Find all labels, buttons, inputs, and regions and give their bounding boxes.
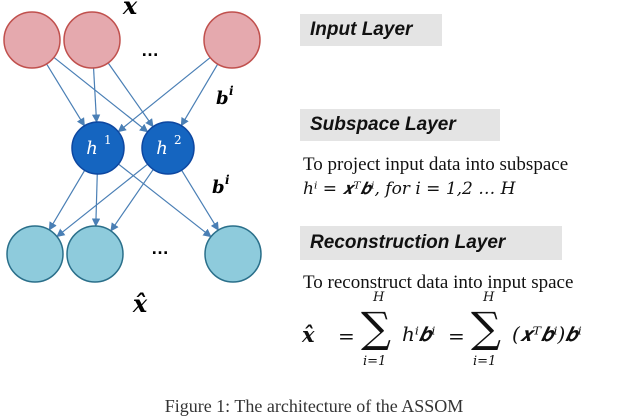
hidden-node-superscript: 2 — [174, 133, 182, 147]
hidden-node-2 — [141, 121, 195, 175]
output-ellipsis: … — [151, 238, 169, 258]
subspace-layer-title: Subspace Layer — [300, 109, 500, 141]
hidden-output-edge — [91, 173, 101, 227]
hidden-output-edge — [118, 163, 212, 238]
sum-upper-limit: H — [483, 290, 495, 305]
hidden-node-1 — [71, 121, 125, 175]
sum-upper-limit: H — [373, 290, 385, 305]
reconstruction-description: To reconstruct data into input space — [303, 272, 574, 293]
formula-equals-1: = — [338, 324, 355, 348]
reconstruction-formula: x̂ = H ∑ i=1 hⁱ𝒃ⁱ = H ∑ i=1 (𝒙ᵀ𝒃ⁱ)𝒃ⁱ — [300, 290, 620, 382]
sum-symbol-1: ∑ — [361, 303, 391, 352]
hidden-node-label: h — [86, 138, 98, 159]
weight-symbol: b — [212, 177, 225, 198]
figure-caption: Figure 1: The architecture of the ASSOM — [164, 396, 464, 416]
input-hidden-edge — [180, 63, 219, 127]
input-layer-title: Input Layer — [300, 14, 442, 46]
output-vector-label: x̂ — [132, 289, 148, 318]
weight-superscript: i — [229, 84, 234, 98]
output-node — [66, 225, 124, 283]
input-hidden-edge — [53, 56, 149, 133]
hidden-output-edge — [48, 170, 86, 231]
input-node — [3, 11, 61, 69]
weight-superscript: i — [225, 173, 230, 187]
weight-symbol: b — [216, 88, 229, 109]
formula-x-hat: x̂ — [302, 322, 315, 347]
sum-lower-limit: i=1 — [473, 354, 497, 369]
output-node — [204, 225, 262, 283]
hidden-output-edge — [181, 169, 219, 231]
network-edges — [46, 56, 219, 238]
formula-term-2: (𝒙ᵀ𝒃ⁱ)𝒃ⁱ — [512, 322, 582, 346]
input-node — [203, 11, 261, 69]
input-ellipsis: … — [141, 40, 159, 60]
subspace-description: To project input data into subspace — [303, 154, 569, 175]
sum-lower-limit: i=1 — [363, 354, 387, 369]
input-vector-label: x — [122, 0, 138, 20]
subspace-formula: hⁱ = 𝒙ᵀ𝒃ⁱ, for i = 1,2 … H — [303, 179, 516, 199]
input-hidden-edge — [46, 63, 85, 127]
weight-label-upper: b i — [216, 84, 234, 109]
input-hidden-edge — [117, 57, 211, 133]
reconstruction-layer-title: Reconstruction Layer — [300, 226, 562, 260]
formula-term-1: hⁱ𝒃ⁱ — [402, 322, 436, 346]
hidden-output-edge — [56, 163, 149, 238]
hidden-output-edge — [110, 169, 154, 232]
input-hidden-edge — [107, 62, 154, 128]
output-node — [6, 225, 64, 283]
input-hidden-edge — [91, 67, 101, 123]
formula-equals-2: = — [448, 324, 465, 348]
sum-symbol-2: ∑ — [471, 303, 501, 352]
weight-label-lower: b i — [212, 173, 230, 198]
hidden-node-superscript: 1 — [104, 133, 112, 147]
hidden-node-label: h — [156, 138, 168, 159]
input-node — [63, 11, 121, 69]
